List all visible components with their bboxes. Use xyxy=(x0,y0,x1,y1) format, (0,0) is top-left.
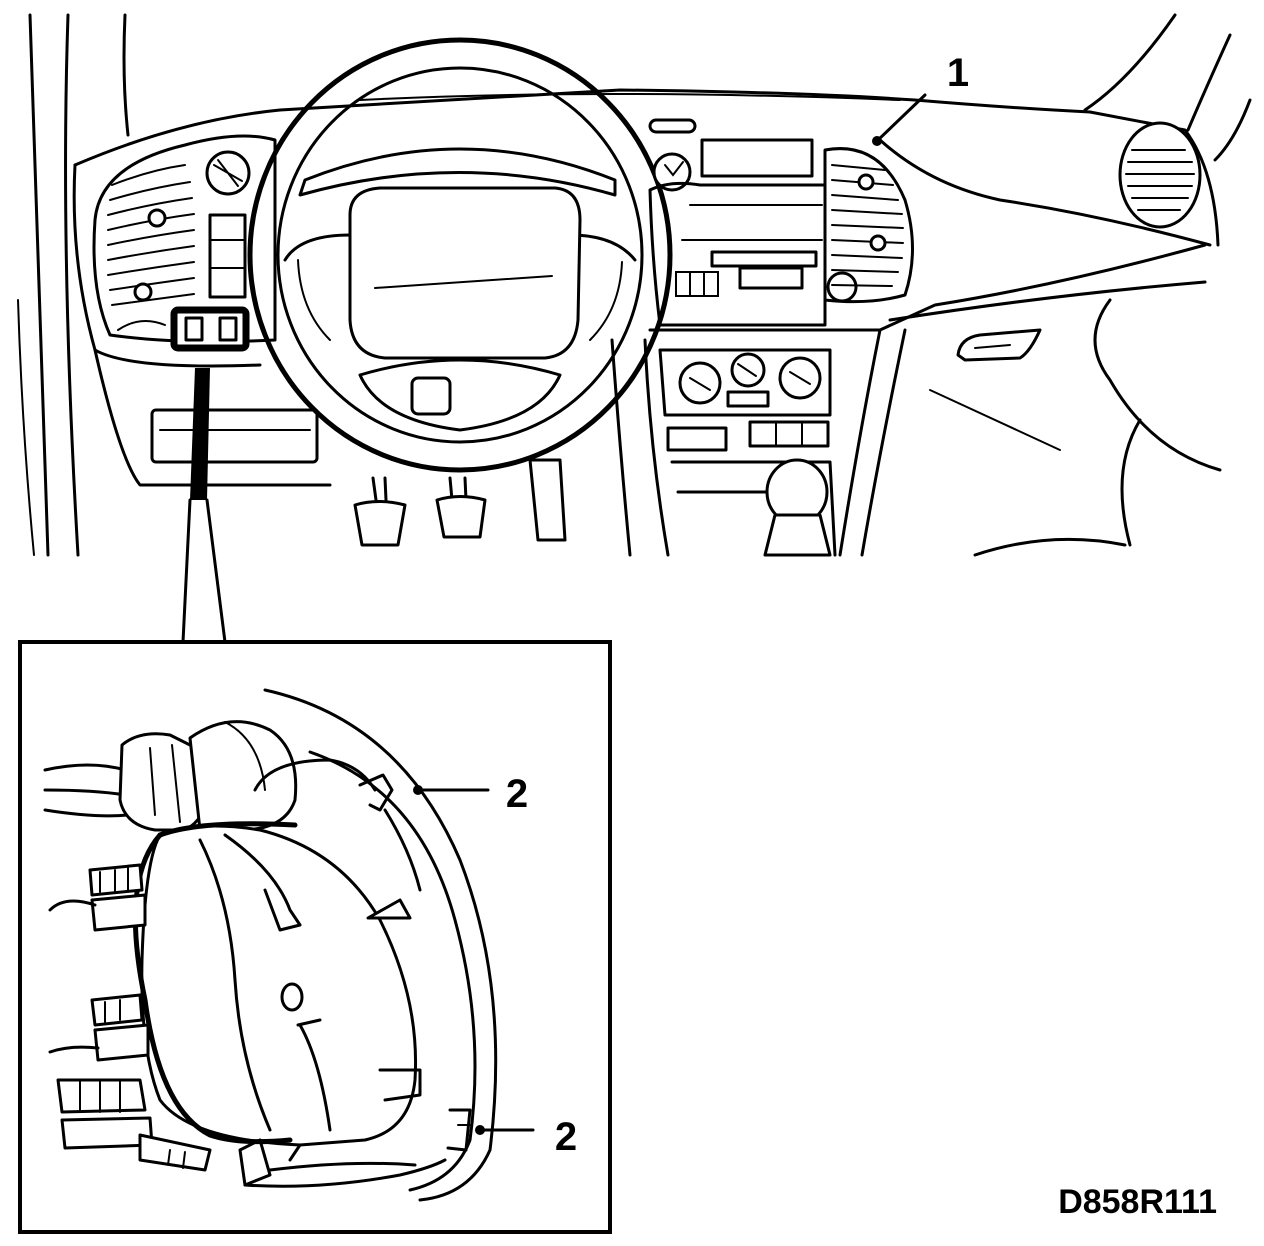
left-air-vent xyxy=(107,164,195,331)
figure-code: D858R111 xyxy=(1058,1183,1217,1221)
callout-label-2-upper: 2 xyxy=(506,772,528,816)
side-speaker-grille xyxy=(1118,121,1202,229)
right-air-vent xyxy=(823,147,914,304)
highlighted-switch-block xyxy=(170,306,250,352)
gear-lever xyxy=(763,458,832,557)
callout-label-1: 1 xyxy=(947,51,969,95)
dashboard-overview: 1 xyxy=(17,13,1252,557)
radio-unit xyxy=(675,250,818,297)
contact-reel xyxy=(132,758,472,1152)
callout-label-2-lower: 2 xyxy=(555,1115,577,1159)
hazard-switch xyxy=(648,118,697,134)
connectors xyxy=(48,863,212,1172)
detail-inset: 2 2 xyxy=(18,640,612,1234)
steering-wheel xyxy=(247,37,673,473)
right-knob xyxy=(826,271,858,303)
climate-controls xyxy=(658,348,832,452)
switch-panel xyxy=(208,213,247,299)
info-display xyxy=(700,138,814,178)
wire-harness-top xyxy=(43,720,298,832)
lower-left-panel xyxy=(150,408,319,464)
airbag-pad xyxy=(348,186,582,360)
detail-pointer xyxy=(181,368,227,644)
pedals xyxy=(353,458,567,547)
